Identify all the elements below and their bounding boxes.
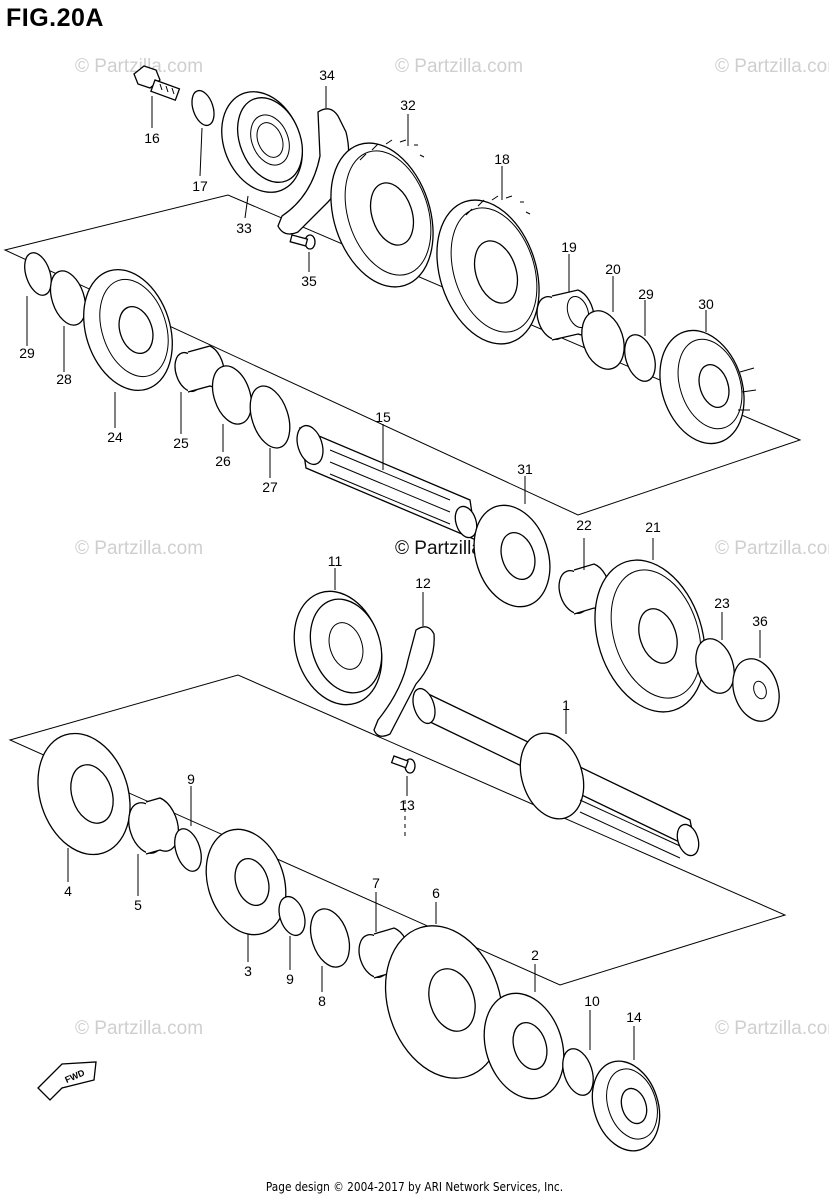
callout-15: 15 [375,409,391,425]
part-26-washer[interactable] [206,361,259,429]
callout-11: 11 [328,553,343,569]
callout-12: 12 [415,575,431,591]
part-9-circlip[interactable] [274,893,309,938]
figure-title: FIG.20A [6,4,104,32]
part-20-washer[interactable] [575,305,632,374]
watermark: © Partzilla.com [715,56,829,77]
part-29-circlip[interactable] [20,249,56,298]
fwd-arrow-icon: FWD [37,1061,97,1101]
callout-26: 26 [215,453,231,469]
part-16-bolt[interactable] [133,65,181,102]
watermark: © Partzilla.com [75,538,203,559]
callout-23: 23 [714,595,730,611]
callout-32: 32 [400,97,416,113]
callout-34: 34 [319,67,335,83]
callout-29: 29 [19,345,35,361]
countershaft-outline [3,194,802,516]
part-30-gear[interactable] [646,319,758,454]
callout-17: 17 [192,178,208,194]
callout-22: 22 [576,517,592,533]
callout-9: 9 [187,771,195,787]
part-24-gear[interactable] [69,258,187,402]
part-28-washer[interactable] [44,266,92,329]
part-4-gear[interactable] [23,721,145,866]
callout-25: 25 [173,435,189,451]
callout-36: 36 [752,613,768,629]
callout-16: 16 [144,130,160,146]
watermark: © Partzilla.com [715,1018,829,1039]
part-13-screw[interactable] [390,755,416,774]
part-2-gear[interactable] [471,983,577,1109]
callout-13: 13 [399,797,415,813]
part-3-gear[interactable] [193,819,299,945]
callout-3: 3 [244,963,252,979]
mainshaft-outline [8,674,787,986]
callout-21: 21 [645,519,661,535]
part-6-gear[interactable] [367,911,522,1094]
callout-28: 28 [56,371,72,387]
part-12-retainer[interactable] [373,626,435,737]
callout-29: 29 [638,286,654,302]
callout-8: 8 [318,993,326,1009]
callout-14: 14 [626,1009,642,1025]
part-34-retainer[interactable] [277,108,350,235]
part-14-bearing[interactable] [581,1052,670,1159]
part-11-bearing[interactable] [280,580,396,716]
callout-35: 35 [301,273,317,289]
watermark: © Partzilla.com [395,56,523,77]
callout-4: 4 [64,883,72,899]
part-33-bearing[interactable] [207,80,316,205]
callout-31: 31 [517,461,533,477]
part-1-mainshaft[interactable] [409,686,703,859]
part-8-washer[interactable] [304,904,357,972]
callout-7: 7 [372,875,380,891]
watermark-layer: © Partzilla.com © Partzilla.com © Partzi… [75,56,829,1039]
part-27-washer[interactable] [243,381,297,453]
part-15-countershaft[interactable] [292,422,480,542]
callout-2: 2 [531,947,539,963]
callout-18: 18 [494,151,510,167]
part-31-gear[interactable] [462,495,563,616]
callout-9: 9 [286,971,294,987]
callout-10: 10 [584,993,600,1009]
watermark: © Partzilla.com [75,1018,203,1039]
part-35-screw[interactable] [289,234,316,250]
part-21-gear[interactable] [576,546,723,727]
callout-20: 20 [605,261,621,277]
part-23-washer[interactable] [689,634,741,698]
part-18-gear[interactable] [419,187,556,357]
watermark: © Partzilla.com [75,56,203,77]
part-17-washer[interactable] [188,88,218,128]
part-36-bearing[interactable] [725,653,787,727]
callout-1: 1 [562,697,570,713]
callout-27: 27 [262,479,278,495]
part-29-circlip[interactable] [619,331,660,385]
callout-6: 6 [432,885,440,901]
callout-5: 5 [134,897,142,913]
callout-30: 30 [698,296,714,312]
part-32-gear[interactable] [313,130,450,300]
leader-lines [26,86,761,1060]
callout-19: 19 [561,239,577,255]
part-10-circlip[interactable] [557,1045,598,1099]
part-5-bushing[interactable] [123,797,180,858]
page-footer: Page design © 2004-2017 by ARI Network S… [265,1180,564,1194]
callout-labels: 16 17 33 34 32 35 18 19 20 29 30 29 28 2… [19,67,768,1025]
part-9-circlip[interactable] [170,825,206,874]
callout-24: 24 [107,429,123,445]
callout-33: 33 [236,220,252,236]
watermark: © Partzilla.com [715,538,829,559]
